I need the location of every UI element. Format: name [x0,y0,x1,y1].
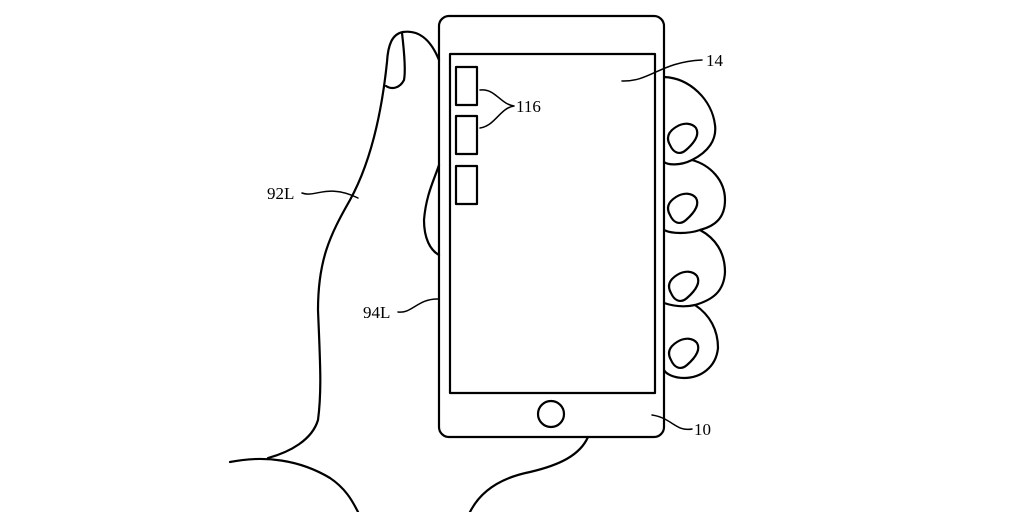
finger-1 [662,75,717,166]
fingernail-2 [666,192,699,224]
label-116: 116 [516,97,541,116]
icon-116-2 [454,114,479,156]
thumbnail [384,31,406,90]
hand-92L [228,30,727,512]
icon-116-3 [454,164,479,206]
finger-3 [662,228,727,308]
device-body [437,14,666,439]
finger-2 [662,158,727,235]
fingernail-3 [667,270,700,302]
wrist-right [468,435,590,512]
leader-116 [479,89,515,129]
finger-4 [662,303,720,380]
thumb-outline [266,30,441,460]
leader-10 [651,414,693,431]
label-10: 10 [694,420,711,439]
leader-92L [301,190,359,199]
thumb-base [422,163,441,257]
palm-bottom [228,457,360,512]
fingernail-1 [666,122,699,154]
home-button [536,399,566,429]
leader-14 [621,59,703,82]
icon-116-1 [454,65,479,107]
label-14: 14 [706,51,724,70]
fingernail-4 [667,337,700,369]
device-10 [437,14,666,439]
display-14 [448,52,657,395]
leader-94L [397,298,440,313]
label-92L: 92L [267,184,294,203]
label-94L: 94L [363,303,390,322]
